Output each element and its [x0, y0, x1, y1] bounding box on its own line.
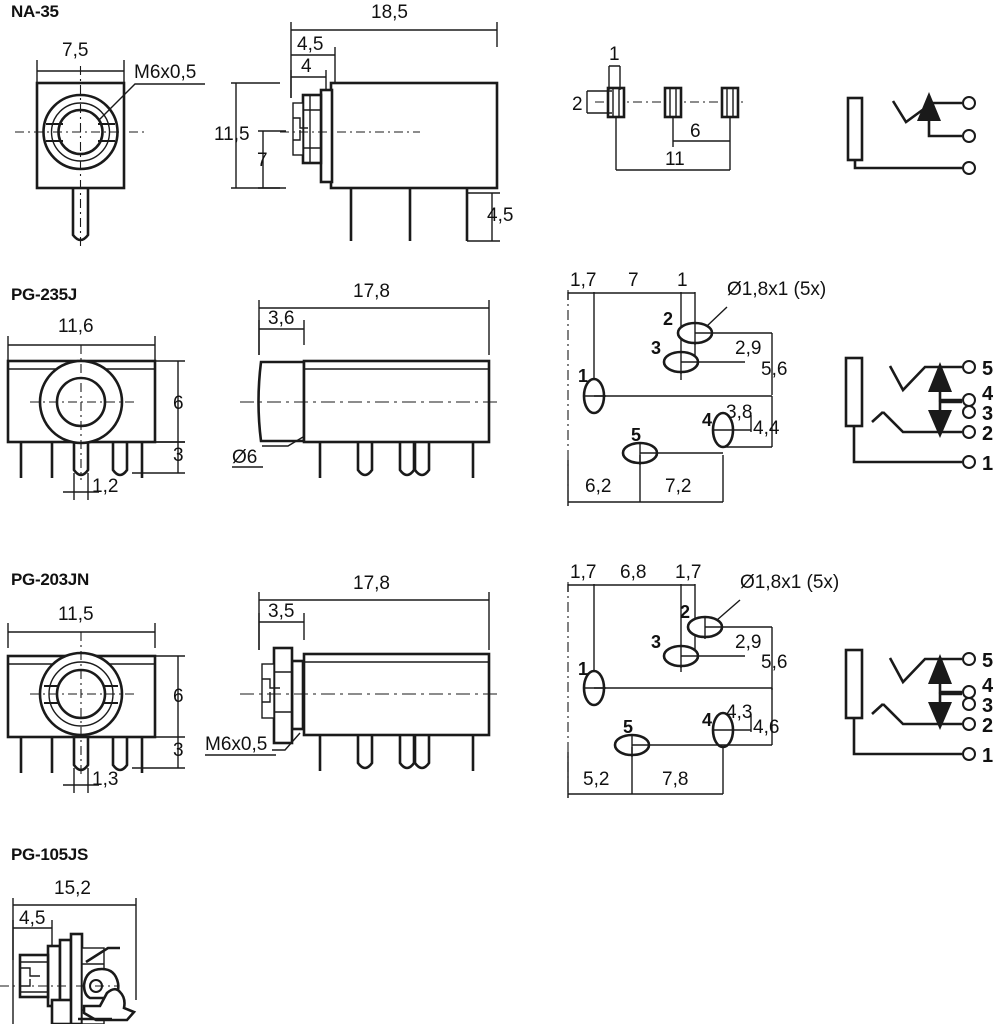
dim-pg203jn-x-pad4: 7,8 — [662, 769, 688, 790]
pg235j-front-view: 11,6 6 3 1,2 — [6, 316, 185, 500]
dim-pg235j-x-span-a: 7 — [628, 270, 639, 291]
dim-pg203jn-pin-length: 3 — [173, 740, 184, 761]
dim-na35-pin-length: 4,5 — [487, 205, 513, 226]
dim-pg235j-bushing: 3,6 — [268, 308, 294, 329]
pad-label-2: 2 — [663, 309, 673, 329]
dim-na35-width: 7,5 — [62, 40, 88, 61]
terminal-label-4: 4 — [982, 675, 994, 697]
pg235j-footprint: 1,7 7 1 2 Ø1,8x1 (5x) 3 2,9 5,6 1 — [567, 270, 826, 510]
part-title-pg-105js: PG-105JS — [11, 845, 88, 864]
dim-na35-thread: M6x0,5 — [134, 62, 196, 83]
dim-na35-bushing: 4,5 — [297, 34, 323, 55]
pg203jn-schematic: 5 4 3 2 1 — [844, 648, 994, 767]
pad-label-2: 2 — [680, 602, 690, 622]
dim-pg203jn-y-pad4: 4,6 — [753, 717, 779, 738]
pg235j-side-view: 17,8 3,6 Ø6 — [232, 281, 500, 478]
terminal-label-5: 5 — [982, 358, 993, 380]
dim-pg203jn-width: 11,5 — [58, 604, 94, 625]
pad-label-4: 4 — [702, 710, 712, 730]
na35-pin-layout: 1 2 6 11 — [572, 44, 746, 171]
dim-pg235j-y-pad2: 5,6 — [761, 359, 787, 380]
dim-pg235j-x-pad5: 6,2 — [585, 476, 611, 497]
dim-pg235j-length: 17,8 — [353, 281, 390, 302]
dim-pg235j-width: 11,6 — [58, 316, 94, 337]
dim-pg203jn-y-pad2: 5,6 — [761, 652, 787, 673]
dim-pg235j-body-height: 6 — [173, 393, 184, 414]
dim-pg203jn-x-span-b: 1,7 — [675, 562, 701, 583]
dim-pg235j-y-pad3: 2,9 — [735, 338, 761, 359]
terminal-label-1: 1 — [982, 745, 993, 767]
part-title-pg-235j: PG-235J — [11, 285, 77, 304]
terminal-label-2: 2 — [982, 423, 993, 445]
dim-pg203jn-pin-offset: 1,3 — [92, 769, 118, 790]
dim-na35-length: 18,5 — [371, 2, 408, 23]
terminal-label-1: 1 — [982, 453, 993, 475]
dim-pg235j-edge-offset: 1,7 — [570, 270, 596, 291]
dim-pg235j-pin-length: 3 — [173, 445, 184, 466]
na35-front-view: 7,5 M6x0,5 — [15, 40, 205, 250]
dim-pg203jn-y-pad4-inner: 4,3 — [726, 702, 752, 723]
dim-pg235j-diameter: Ø6 — [232, 447, 257, 468]
dim-pg235j-x-pad4: 7,2 — [665, 476, 691, 497]
dim-pg203jn-y-pad3: 2,9 — [735, 632, 761, 653]
dim-na35-pin-2: 2 — [572, 94, 583, 115]
dim-pg235j-pin-offset: 1,2 — [92, 476, 118, 497]
dim-pg203jn-body-height: 6 — [173, 686, 184, 707]
pg203jn-footprint: 1,7 6,8 1,7 2 Ø1,8x1 (5x) 3 2,9 5,6 1 — [567, 562, 839, 802]
dim-pg235j-x-span-b: 1 — [677, 270, 688, 291]
dim-pg235j-y-pad4: 4,4 — [753, 418, 780, 439]
dim-pg203jn-bushing: 3,5 — [268, 601, 294, 622]
pad-label-3: 3 — [651, 338, 661, 358]
pad-label-5: 5 — [623, 717, 633, 737]
part-title-na-35: NA-35 — [11, 2, 59, 21]
pg235j-schematic: 5 4 3 2 1 — [844, 356, 994, 475]
pad-label-4: 4 — [702, 410, 712, 430]
pad-label-5: 5 — [631, 425, 641, 445]
hole-callout-pg235j: Ø1,8x1 (5x) — [727, 279, 826, 300]
hole-callout-pg203jn: Ø1,8x1 (5x) — [740, 572, 839, 593]
dim-pg203jn-length: 17,8 — [353, 573, 390, 594]
dim-pg203jn-x-span-a: 6,8 — [620, 562, 646, 583]
pg203jn-front-view: 11,5 6 3 1,3 — [6, 604, 185, 793]
terminal-label-2: 2 — [982, 715, 993, 737]
dim-pg203jn-thread: M6x0,5 — [205, 734, 267, 755]
na35-side-view: 18,5 4,5 4 11,5 7 — [214, 2, 513, 242]
terminal-label-3: 3 — [982, 695, 993, 717]
pad-label-1: 1 — [578, 659, 588, 679]
dim-na35-thread-len: 4 — [301, 56, 312, 77]
dim-na35-pitch-6: 6 — [690, 121, 701, 142]
dim-pg235j-y-pad4-inner: 3,8 — [726, 402, 752, 423]
pg105js-side-view: 15,2 4,5 — [0, 878, 137, 1024]
dim-na35-pitch-11: 11 — [665, 149, 685, 170]
dim-na35-height: 11,5 — [214, 124, 250, 145]
pg203jn-side-view: 17,8 3,5 M6x0,5 — [205, 573, 500, 771]
pad-label-3: 3 — [651, 632, 661, 652]
dim-pg105js-length: 15,2 — [54, 878, 91, 899]
terminal-label-5: 5 — [982, 650, 993, 672]
dim-pg203jn-x-pad5: 5,2 — [583, 769, 609, 790]
terminal-label-4: 4 — [982, 383, 994, 405]
dim-pg105js-bushing: 4,5 — [19, 908, 45, 929]
terminal-label-3: 3 — [982, 403, 993, 425]
dim-na35-pin-1: 1 — [609, 44, 620, 65]
pad-label-1: 1 — [578, 366, 588, 386]
part-title-pg-203jn: PG-203JN — [11, 570, 89, 589]
dim-na35-axis: 7 — [257, 150, 268, 171]
na35-schematic — [846, 92, 976, 175]
dim-pg203jn-edge-offset: 1,7 — [570, 562, 596, 583]
